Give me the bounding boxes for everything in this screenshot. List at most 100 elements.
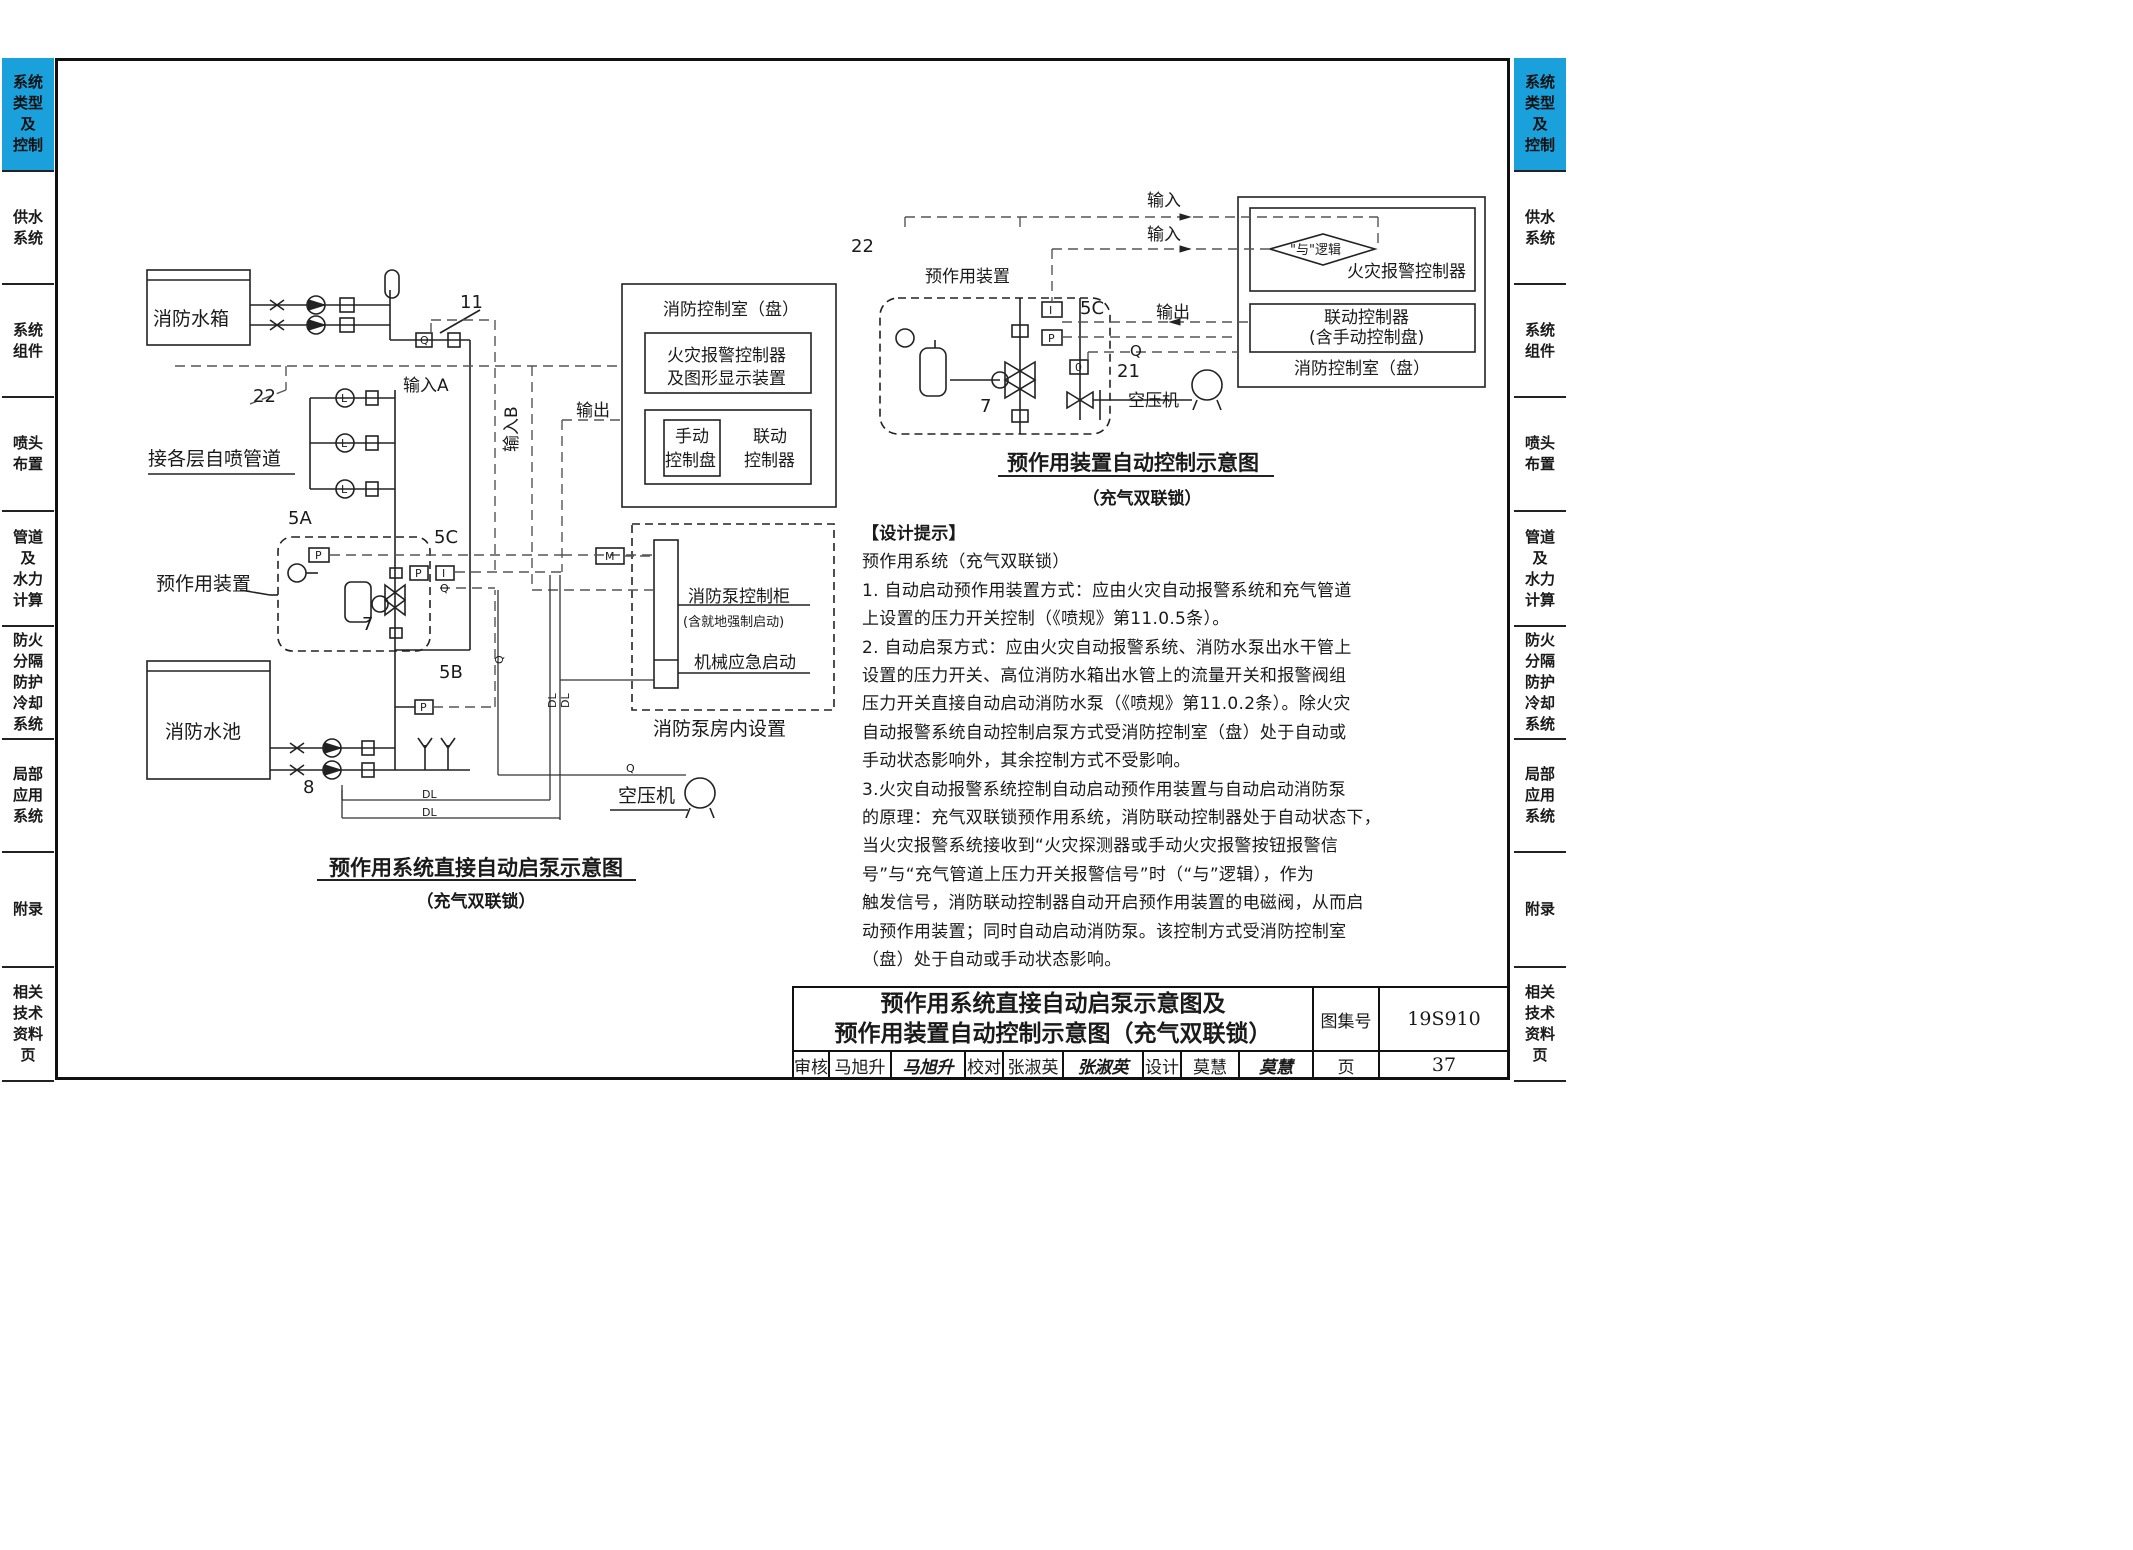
designer-signature: 莫慧: [1240, 1052, 1314, 1078]
reviewer-name: 马旭升: [830, 1052, 892, 1078]
signal-l-3: L: [341, 483, 348, 496]
fire-pool-label: 消防水池: [165, 721, 241, 743]
notes-line: （盘）处于自动或手动状态影响。: [862, 950, 1122, 971]
signal-dl-2: DL: [422, 806, 437, 819]
right-control-room-box: [1237, 196, 1486, 388]
reviewer-signature: 马旭升: [892, 1052, 966, 1078]
right-label-22: 22: [851, 236, 874, 257]
label-8: 8: [303, 777, 314, 798]
checker-signature: 张淑英: [1064, 1052, 1144, 1078]
right-label-7: 7: [980, 396, 991, 417]
notes-line: 动预作用装置；同时自动启动消防泵。该控制方式受消防控制室: [862, 921, 1347, 942]
label-5c: 5C: [434, 527, 458, 548]
title-block-title: 预作用系统直接自动启泵示意图及 预作用装置自动控制示意图（充气双联锁）: [794, 988, 1314, 1052]
notes-line: 的原理：充气双联锁预作用系统，消防联动控制器处于自动状态下，: [862, 808, 1381, 829]
input-b-label: 输入B: [502, 406, 522, 452]
air-compressor-label: 空压机: [618, 785, 675, 807]
designer-name: 莫慧: [1182, 1052, 1240, 1078]
mechanical-start-label: 机械应急启动: [694, 653, 796, 673]
manual-panel-line1: 手动: [675, 427, 709, 447]
sidebar-right-tab-0[interactable]: 系统 类型 及 控制: [1514, 58, 1566, 172]
title-line2: 预作用装置自动控制示意图（充气双联锁）: [834, 1021, 1272, 1047]
sidebar-left-tab-5[interactable]: 防火 分隔 防护 冷却 系统: [2, 627, 54, 740]
right-signal-i: I: [1049, 304, 1052, 317]
output-label: 输出: [576, 401, 610, 421]
sidebar-left-tab-6[interactable]: 局部 应用 系统: [2, 740, 54, 853]
title-block: 预作用系统直接自动启泵示意图及 预作用装置自动控制示意图（充气双联锁） 图集号 …: [792, 986, 1510, 1080]
sidebar-right-tab-8[interactable]: 相关 技术 资料 页: [1514, 968, 1566, 1082]
manual-panel-line2: 控制盘: [665, 451, 716, 471]
left-diagram: [146, 269, 837, 819]
signal-p-5a: P: [315, 549, 322, 562]
notes-line: 1. 自动启动预作用装置方式：应由火灾自动报警系统和充气管道: [862, 580, 1352, 601]
title-line1: 预作用系统直接自动启泵示意图及: [880, 991, 1226, 1017]
notes-line: 上设置的压力开关控制（《喷规》第11.0.5条）。: [862, 609, 1230, 630]
right-label-21: 21: [1117, 361, 1140, 382]
right-signal-p: P: [1048, 332, 1055, 345]
sidebar-right-tab-3[interactable]: 喷头 布置: [1514, 398, 1566, 512]
notes-line: 触发信号，消防联动控制器自动开启预作用装置的电磁阀，从而启: [862, 893, 1364, 914]
sidebar-left-tab-2[interactable]: 系统 组件: [2, 285, 54, 398]
right-label-5c: 5C: [1080, 298, 1104, 319]
notes-heading: 【设计提示】: [862, 524, 966, 544]
signal-p-5c: P: [415, 567, 422, 580]
right-input1-label: 输入: [1147, 191, 1181, 211]
review-label: 审核: [794, 1052, 830, 1078]
notes-line: 压力开关直接自动启动消防水泵（《喷规》第11.0.2条）。除火灾: [862, 694, 1351, 715]
sidebar-right-tab-5[interactable]: 防火 分隔 防护 冷却 系统: [1514, 627, 1566, 740]
fire-pool-box: [146, 660, 271, 780]
control-room-box: [621, 283, 837, 508]
sidebar-right-tab-6[interactable]: 局部 应用 系统: [1514, 740, 1566, 853]
linkage-controller-line1: 联动: [753, 427, 787, 447]
right-signal-q: Q: [1130, 342, 1142, 360]
atlas-label: 图集号: [1314, 988, 1380, 1052]
design-notes: 【设计提示】 预作用系统（充气双联锁）1. 自动启动预作用装置方式：应由火灾自动…: [862, 520, 1452, 975]
preaction-device-label: 预作用装置: [156, 573, 251, 595]
label-5b: 5B: [439, 662, 463, 683]
right-control-room-label: 消防控制室（盘）: [1294, 359, 1430, 379]
notes-line: 设置的压力开关、高位消防水箱出水管上的流量开关和报警阀组: [862, 666, 1347, 687]
label-7: 7: [362, 614, 373, 635]
notes-line: 自动报警系统自动控制启泵方式受消防控制室（盘）处于自动或: [862, 722, 1347, 743]
signal-dl-v1: DL: [546, 693, 559, 708]
right-linkage-line1: 联动控制器: [1324, 308, 1409, 328]
sidebar-right-tab-7[interactable]: 附录: [1514, 853, 1566, 968]
right-air-compressor-label: 空压机: [1128, 391, 1179, 411]
sidebar-left-tab-0[interactable]: 系统 类型 及 控制: [2, 58, 54, 172]
sidebar-left-tab-8[interactable]: 相关 技术 资料 页: [2, 968, 54, 1082]
signal-l-1: L: [341, 392, 348, 405]
input-a-label: 输入A: [403, 376, 449, 396]
left-diagram-subtitle: （充气双联锁）: [417, 891, 536, 912]
pump-room-label: 消防泵房内设置: [653, 718, 786, 740]
pump-cabinet-note: (含就地强制启动): [683, 614, 784, 630]
preaction-device-box: [277, 536, 431, 652]
control-room-label: 消防控制室（盘）: [663, 300, 799, 320]
signal-q-11: Q: [420, 334, 429, 347]
label-5a: 5A: [288, 508, 312, 529]
atlas-number: 19S910: [1380, 988, 1508, 1052]
page-number: 37: [1431, 1054, 1457, 1076]
sidebar-left-tab-7[interactable]: 附录: [2, 853, 54, 968]
right-input2-label: 输入: [1147, 225, 1181, 245]
sidebar-left-tab-3[interactable]: 喷头 布置: [2, 398, 54, 512]
sidebar-right-tab-2[interactable]: 系统 组件: [1514, 285, 1566, 398]
right-signal-o: 0: [1075, 361, 1082, 374]
sidebar-left-tab-1[interactable]: 供水 系统: [2, 172, 54, 285]
sidebar-right-tab-1[interactable]: 供水 系统: [1514, 172, 1566, 285]
signal-q-riser: Q: [493, 655, 506, 664]
right-diagram-subtitle: （充气双联锁）: [1083, 488, 1202, 509]
and-logic-label: "与"逻辑: [1290, 243, 1341, 258]
design-label: 设计: [1144, 1052, 1182, 1078]
right-alarm-controller-label: 火灾报警控制器: [1347, 262, 1466, 282]
right-preaction-device-box: [879, 297, 1111, 435]
label-11: 11: [460, 292, 483, 313]
sidebar-left-tab-4[interactable]: 管道 及 水力 计算: [2, 512, 54, 627]
fire-tank-box: [146, 269, 251, 346]
linkage-controller-line2: 控制器: [744, 451, 795, 471]
fire-tank-label: 消防水箱: [153, 308, 229, 330]
notes-line: 号”与“充气管道上压力开关报警信号”时（“与”逻辑），作为: [862, 864, 1315, 885]
check-label: 校对: [966, 1052, 1004, 1078]
signal-m: M: [605, 550, 615, 563]
drawing-frame: [55, 58, 1510, 1080]
sidebar-right-tab-4[interactable]: 管道 及 水力 计算: [1514, 512, 1566, 627]
